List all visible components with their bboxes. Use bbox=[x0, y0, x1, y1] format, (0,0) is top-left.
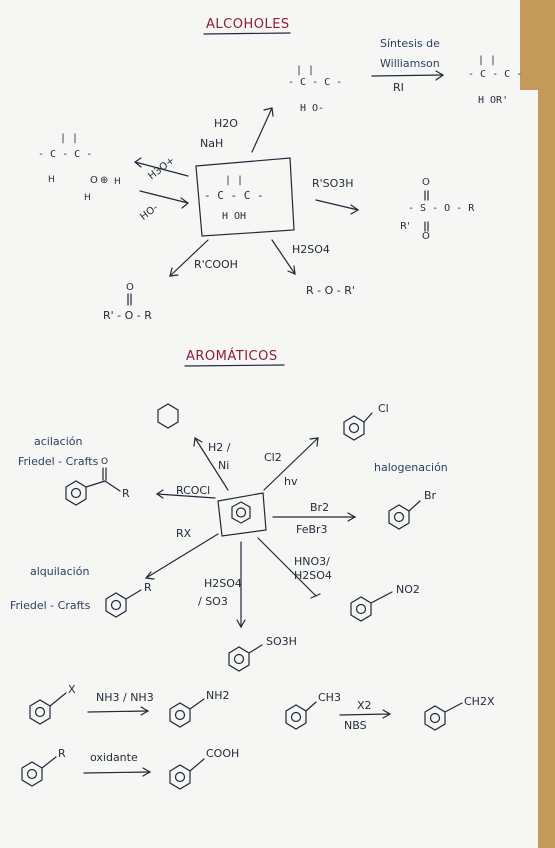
reagent-hno3: HNO3/ bbox=[294, 555, 330, 568]
sulfonate-o-bot: O bbox=[422, 231, 430, 242]
left-mol-h2: H bbox=[114, 177, 121, 187]
reagent-so3: / SO3 bbox=[198, 595, 228, 608]
acyl-r: R bbox=[122, 487, 130, 500]
alcoholes-underline bbox=[203, 32, 291, 35]
benzoic-cooh: COOH bbox=[206, 747, 240, 760]
benzyl-ch2x: CH2X bbox=[464, 695, 495, 708]
left-mol-h: H bbox=[48, 175, 55, 185]
sulfonate-mid: - S - O - R bbox=[408, 203, 475, 214]
left-mol-h3: H bbox=[84, 193, 91, 203]
arrow-to-acylbenzene bbox=[156, 493, 216, 499]
reagent-rso3h: R'SO3H bbox=[312, 177, 354, 190]
arrow-to-chlorobenzene bbox=[263, 437, 319, 491]
alkoxide-bot: H O- bbox=[300, 103, 325, 114]
ester-o: O bbox=[126, 282, 134, 293]
acyl-o: O bbox=[101, 457, 109, 467]
label-friedel-crafts-acil: Friedel - Crafts bbox=[18, 455, 99, 468]
sulfonate-o-top: O bbox=[422, 177, 430, 188]
aromaticos-underline bbox=[184, 364, 285, 367]
aryl-halide-x: X bbox=[68, 683, 76, 696]
williamson-label: Síntesis de Williamson bbox=[380, 37, 440, 70]
cyclohexane-ring bbox=[157, 403, 179, 429]
arrow-to-ether bbox=[271, 239, 296, 275]
ether-product: R - O - R' bbox=[306, 284, 355, 297]
bromobenzene-br: Br bbox=[424, 489, 437, 502]
left-mol-top: | | bbox=[60, 133, 79, 144]
center-top: | | bbox=[225, 175, 244, 186]
reagent-h2o: H2O bbox=[214, 117, 238, 130]
benzene-ring-center bbox=[231, 501, 251, 524]
alcohol-box bbox=[195, 157, 295, 237]
alkylaryl-r: R bbox=[58, 747, 66, 760]
benzene-box bbox=[217, 492, 267, 537]
arrow-to-cyclohexane bbox=[194, 437, 229, 491]
sulfonic-so3h: SO3H bbox=[266, 635, 297, 648]
reagent-hv: hv bbox=[284, 475, 298, 488]
label-halogenacion: halogenación bbox=[374, 461, 448, 474]
arrow-oxidation bbox=[83, 771, 151, 774]
center-bot: H OH bbox=[222, 211, 247, 222]
ether-product-mid: - C - C - bbox=[468, 69, 523, 80]
notebook-page bbox=[0, 0, 538, 848]
left-mol-plus: ⊕ bbox=[100, 175, 109, 186]
arrow-from-oxonium bbox=[139, 190, 189, 204]
arrow-to-alkoxide bbox=[251, 107, 273, 153]
arrow-to-ester bbox=[169, 239, 209, 277]
arrow-to-sulfonate bbox=[315, 199, 359, 211]
arrow-to-alkylbenzene bbox=[145, 533, 219, 579]
reagent-rcooh: R'COOH bbox=[194, 258, 238, 271]
arrow-nbs bbox=[339, 713, 391, 716]
label-acilacion: acilación bbox=[34, 435, 83, 448]
sulfonate-r: R' bbox=[400, 221, 410, 232]
arrow-to-nitrobenzene bbox=[257, 537, 317, 597]
reagent-nbs: NBS bbox=[344, 719, 367, 732]
section-title-aromaticos: AROMÁTICOS bbox=[186, 349, 278, 364]
ether-product-bot: H OR' bbox=[478, 95, 509, 106]
reagent-x2: X2 bbox=[357, 699, 372, 712]
reagent-h2so4-nit: H2SO4 bbox=[294, 569, 332, 582]
reagent-nah: NaH bbox=[200, 137, 224, 150]
reagent-h2so4-sulf: H2SO4 bbox=[204, 577, 242, 590]
reagent-br2: Br2 bbox=[310, 501, 330, 514]
williamson-reagent: RI bbox=[393, 81, 404, 94]
chlorobenzene-cl: Cl bbox=[378, 402, 389, 415]
label-friedel-crafts-alq: Friedel - Crafts bbox=[10, 599, 91, 612]
reagent-nh3: NH3 / NH3 bbox=[96, 691, 154, 704]
reagent-ni: Ni bbox=[218, 459, 230, 472]
aniline-nh2: NH2 bbox=[206, 689, 230, 702]
reagent-h2: H2 / bbox=[208, 441, 231, 454]
reagent-h2so4: H2SO4 bbox=[292, 243, 330, 256]
williamson-arrow bbox=[371, 74, 444, 77]
table-corner bbox=[520, 0, 555, 90]
left-mol-o: O bbox=[90, 175, 98, 186]
reagent-oxidante: oxidante bbox=[90, 751, 138, 764]
left-mol-mid: - C - C - bbox=[38, 149, 93, 160]
section-title-alcoholes: ALCOHOLES bbox=[206, 17, 290, 32]
center-mid: - C - C - bbox=[204, 189, 264, 202]
alkoxide-mid: - C - C - bbox=[288, 77, 343, 88]
alkylbenzene-r: R bbox=[144, 581, 152, 594]
reagent-rx: RX bbox=[176, 527, 192, 540]
toluene-ch3: CH3 bbox=[318, 691, 341, 704]
label-alquilacion: alquilación bbox=[30, 565, 90, 578]
ester-chain: R' - O - R bbox=[103, 309, 152, 322]
reagent-cl2: Cl2 bbox=[264, 451, 282, 464]
arrow-amination bbox=[87, 710, 149, 713]
reagent-rcocl: RCOCl bbox=[176, 484, 211, 497]
alkoxide-top: | | bbox=[296, 65, 315, 76]
ether-product-top: | | bbox=[478, 55, 497, 66]
nitrobenzene-no2: NO2 bbox=[396, 583, 420, 596]
arrow-to-oxonium bbox=[134, 161, 189, 177]
reagent-febr3: FeBr3 bbox=[296, 523, 328, 536]
